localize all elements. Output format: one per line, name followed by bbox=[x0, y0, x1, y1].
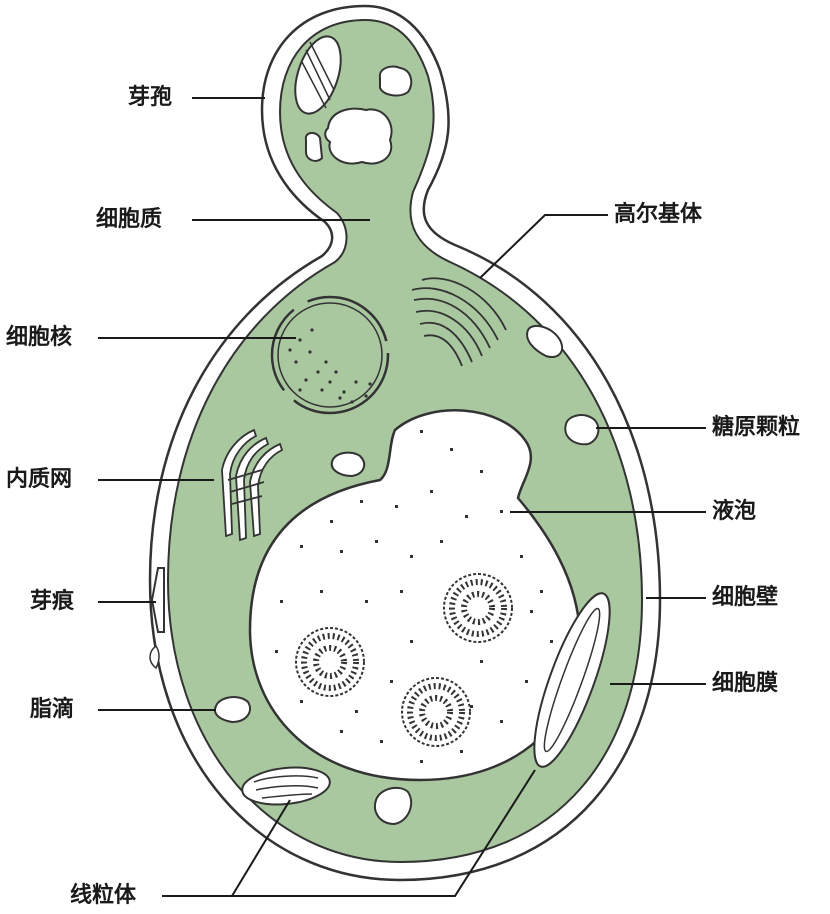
golgi-leader bbox=[479, 214, 608, 279]
label-glycogen: 糖原颗粒 bbox=[712, 415, 801, 440]
bud-mitochondrion bbox=[294, 35, 342, 115]
mitochondrion-right bbox=[533, 592, 611, 768]
glycogen-granule bbox=[564, 414, 600, 446]
label-er: 内质网 bbox=[6, 467, 73, 492]
bud-nucleus bbox=[324, 107, 393, 165]
label-mitochondria: 线粒体 bbox=[70, 883, 137, 908]
bud-scar-2 bbox=[149, 644, 160, 670]
label-cell-wall: 细胞壁 bbox=[712, 585, 779, 610]
label-golgi: 高尔基体 bbox=[614, 202, 703, 227]
mitochondrion-bottom bbox=[241, 766, 331, 806]
glycogen-granule-bottom bbox=[374, 786, 413, 826]
bud-glycogen-granule bbox=[378, 65, 413, 97]
label-bud-scar: 芽痕 bbox=[30, 589, 75, 614]
label-vacuole: 液泡 bbox=[712, 499, 757, 524]
lipid-vesicle-small bbox=[330, 451, 366, 478]
label-nucleus: 细胞核 bbox=[6, 325, 73, 350]
golgi-apparatus bbox=[411, 277, 507, 367]
bud-vesicle bbox=[304, 132, 324, 162]
endoplasmic-reticulum bbox=[221, 428, 284, 542]
bud-scar bbox=[150, 567, 165, 633]
lipid-droplet bbox=[214, 696, 251, 724]
label-cytoplasm: 细胞质 bbox=[96, 207, 163, 232]
label-bud: 芽孢 bbox=[128, 85, 173, 110]
nucleus bbox=[270, 295, 390, 415]
vacuole-particles bbox=[275, 430, 553, 763]
label-cell-membrane: 细胞膜 bbox=[712, 671, 779, 696]
mitochondria-leader-2 bbox=[232, 769, 536, 897]
vacuole-granules bbox=[295, 573, 513, 747]
label-lipid-droplet: 脂滴 bbox=[30, 697, 75, 722]
cytoplasm-vesicle bbox=[526, 324, 564, 358]
